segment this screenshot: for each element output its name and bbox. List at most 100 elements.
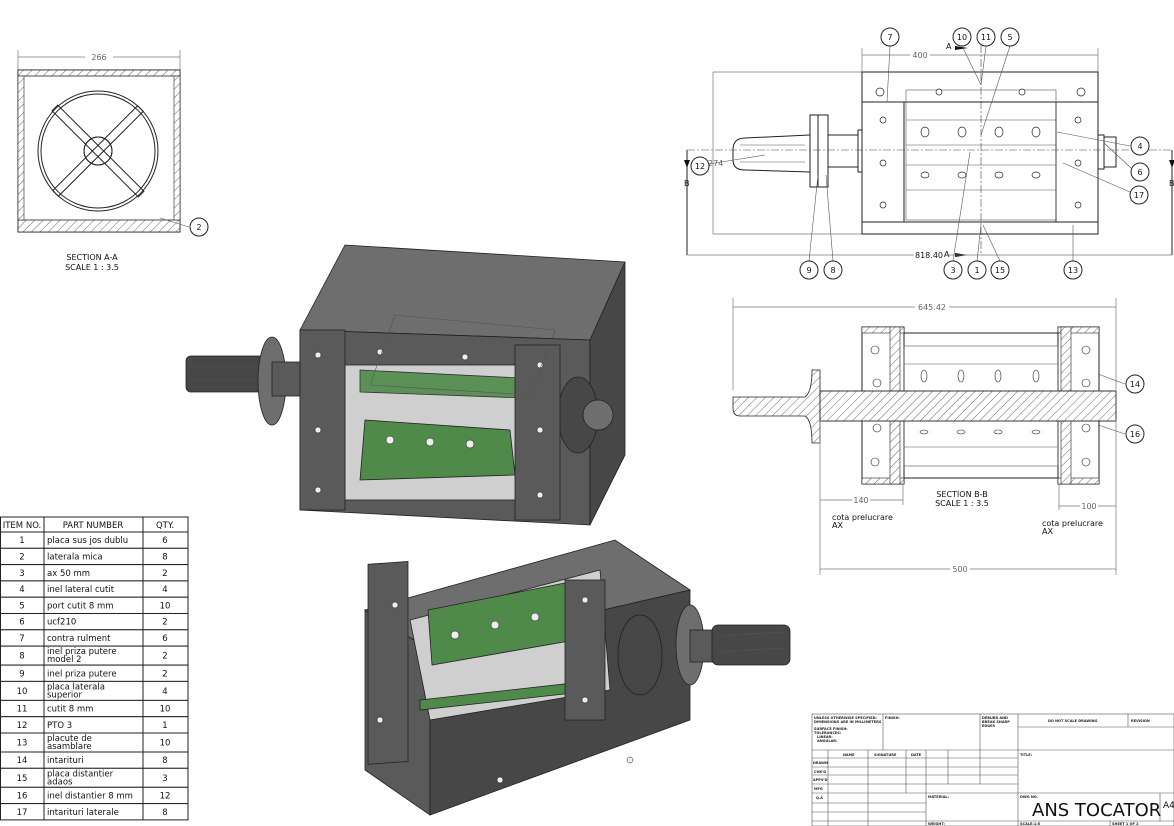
title-block: UNLESS OTHERWISE SPECIFIED: DIMENSIONS A… [811, 713, 1174, 826]
dimension-500: 500 [952, 565, 967, 574]
bom-qty: 12 [160, 791, 171, 801]
bom-qty: 2 [162, 669, 167, 679]
section-b-b-view: 645.42 140 100 500 SECTION B-B SCALE 1 :… [732, 298, 1145, 575]
dimension-266: 266 [91, 53, 106, 62]
bom-qty: 4 [162, 585, 167, 595]
dimension-400: 400 [912, 51, 927, 60]
balloon-3: 3 [950, 266, 955, 275]
balloon-8: 8 [830, 266, 835, 275]
tb-title-label: TITLE: [1020, 753, 1033, 757]
bom-item-no: 11 [17, 705, 28, 715]
bom-header-cell: PART NUMBER [63, 521, 124, 531]
bom-part-number: placute de [47, 734, 92, 744]
bom-qty: 3 [162, 774, 167, 784]
section-a-a-title: SECTION A-A [66, 253, 118, 262]
section-b-b-title: SECTION B-B [936, 490, 987, 499]
bom-part-number: ucf210 [47, 618, 76, 628]
top-view: 400 274 B B A A 818.40 7 [684, 27, 1174, 280]
balloon-17: 17 [1134, 191, 1144, 200]
tb-col-name: NAME [843, 753, 855, 757]
bom-qty: 8 [162, 552, 167, 562]
bom-qty: 10 [160, 739, 171, 749]
bom-part-number: intarituri laterale [47, 808, 119, 818]
tb-deburr-1: DEBURR AND [982, 716, 1008, 720]
bom-item-no: 8 [19, 652, 24, 662]
bom-item-no: 17 [17, 808, 28, 818]
bom-table-row [0, 564, 189, 582]
bom-item-no: 13 [17, 739, 28, 749]
bom-part-number: placa sus jos dublu [47, 536, 128, 546]
balloon-16: 16 [1130, 430, 1140, 439]
dimension-645-42: 645.42 [918, 303, 946, 312]
tb-appvd: APPV'D [813, 778, 828, 782]
tb-chkd: CHK'D [814, 770, 826, 774]
bom-qty: 4 [162, 687, 167, 697]
bom-part-number: adaos [47, 777, 73, 787]
tb-size: A4 [1163, 801, 1174, 811]
bom-qty: 1 [162, 721, 167, 731]
bom-part-number: contra rulment [47, 634, 111, 644]
bom-item-no: 14 [17, 756, 28, 766]
bom-qty: 8 [162, 756, 167, 766]
bom-item-no: 16 [17, 791, 28, 801]
balloon-11: 11 [981, 33, 991, 42]
bom-part-number: intarituri [47, 756, 84, 766]
tb-qa: Q.A [816, 796, 823, 800]
bom-item-no: 2 [19, 552, 24, 562]
isometric-view-top [185, 244, 626, 526]
bom-part-number: inel priza putere [47, 669, 117, 679]
bom-item-no: 12 [17, 721, 28, 731]
balloon-6: 6 [1137, 168, 1142, 177]
bom-part-number: ax 50 mm [47, 569, 90, 579]
tb-unless-5: LINEAR: [817, 735, 833, 739]
dimension-274: 274 [708, 159, 723, 168]
note-left-line2: AX [832, 521, 843, 530]
balloon-15: 15 [995, 266, 1005, 275]
balloon-1: 1 [974, 266, 979, 275]
bom-table-row [0, 716, 189, 734]
note-right-line1: cota prelucrare [1042, 519, 1103, 528]
tb-drawn: DRAWN [813, 761, 828, 765]
tb-revision: REVISION [1131, 719, 1150, 723]
tb-unless-1: UNLESS OTHERWISE SPECIFIED: [814, 716, 878, 720]
bom-item-no: 1 [19, 536, 24, 546]
tb-dwg-no-label: DWG NO. [1020, 795, 1038, 799]
balloon-7: 7 [887, 33, 892, 42]
section-marker-a-bottom: A [944, 250, 950, 259]
bom-qty: 10 [160, 601, 171, 611]
bom-header-cell: ITEM NO. [3, 521, 42, 531]
balloon-9: 9 [806, 266, 811, 275]
bom-qty: 2 [162, 652, 167, 662]
bom-qty: 6 [162, 634, 167, 644]
bom-qty: 8 [162, 808, 167, 818]
balloon-14: 14 [1130, 380, 1140, 389]
dimension-100: 100 [1081, 502, 1096, 511]
tb-unless-2: DIMENSIONS ARE IN MILLIMETERS [814, 720, 882, 724]
bom-part-number: cutit 8 mm [47, 705, 93, 715]
bom-qty: 2 [162, 618, 167, 628]
bom-part-number: placa laterala [47, 682, 105, 692]
bom-part-number: port cutit 8 mm [47, 601, 114, 611]
section-marker-b-right: B [1169, 179, 1174, 188]
section-marker-a-top: A [946, 42, 952, 51]
tb-sheet: SHEET 1 OF 2 [1112, 822, 1139, 826]
bom-item-no: 6 [19, 618, 24, 628]
bom-item-no: 10 [17, 687, 28, 697]
bom-item-no: 4 [19, 585, 24, 595]
balloon-4: 4 [1137, 142, 1142, 151]
balloon-2: 2 [196, 223, 201, 232]
balloon-5: 5 [1007, 33, 1012, 42]
tb-deburr-2: BREAK SHARP [982, 720, 1010, 724]
tb-col-date: DATE [911, 753, 922, 757]
bom-item-no: 7 [19, 634, 24, 644]
tb-do-not-scale: DO NOT SCALE DRAWING [1048, 719, 1097, 723]
bom-qty: 2 [162, 569, 167, 579]
tb-unless-6: ANGULAR: [817, 739, 838, 743]
bom-item-no: 5 [19, 601, 24, 611]
tb-unless-3: SURFACE FINISH: [814, 727, 848, 731]
balloon-12: 12 [695, 162, 705, 171]
bom-part-number: placa distantier [47, 769, 114, 779]
bom-part-number: inel priza putere [47, 647, 117, 657]
